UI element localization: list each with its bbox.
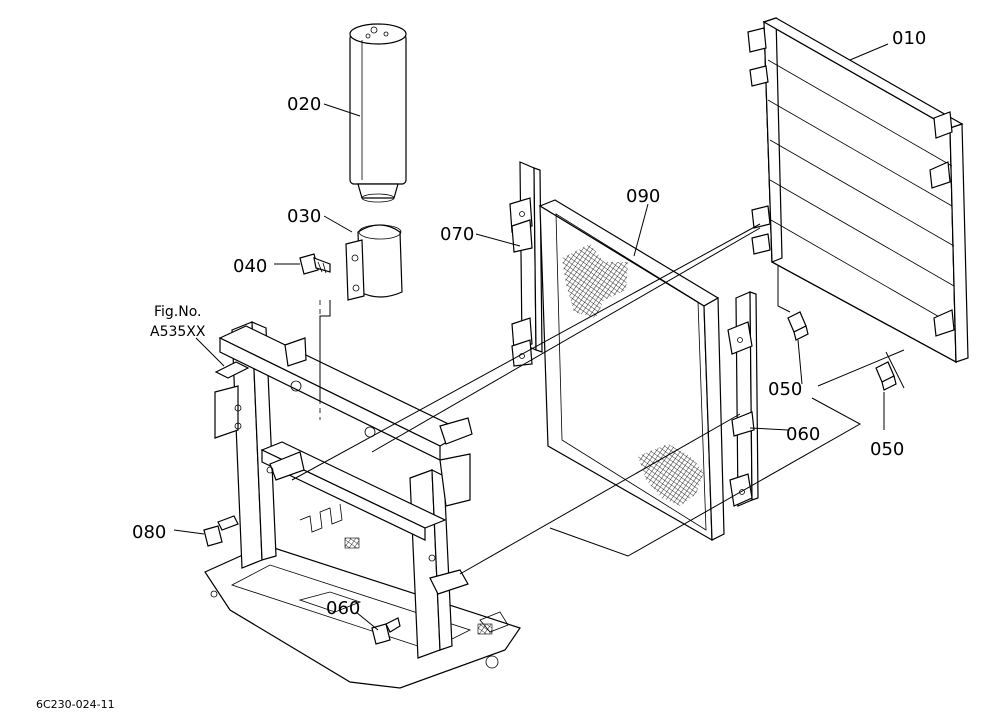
callout-040: 040 xyxy=(233,256,267,277)
callout-070: 070 xyxy=(440,224,474,245)
callout-050-a: 050 xyxy=(768,379,802,400)
callout-080: 080 xyxy=(132,522,166,543)
condenser-010 xyxy=(747,17,969,364)
callout-060-b: 060 xyxy=(326,598,360,619)
mounting-frame xyxy=(204,300,521,689)
receiver-drier xyxy=(349,23,407,203)
callout-labels: 010 020 030 040 070 090 050 050 060 060 … xyxy=(36,28,926,711)
diagram-code: 6C230-024-11 xyxy=(36,698,115,711)
callout-060-a: 060 xyxy=(786,424,820,445)
callout-010: 010 xyxy=(892,28,926,49)
side-bracket-070 xyxy=(509,161,543,367)
figure-ref-line2: A535XX xyxy=(150,324,206,340)
leader-lines xyxy=(173,43,905,631)
figure-ref-line1: Fig.No. xyxy=(154,304,202,320)
callout-090: 090 xyxy=(626,186,660,207)
callout-020: 020 xyxy=(287,94,321,115)
mesh-screen-090 xyxy=(538,199,725,542)
bolt-040 xyxy=(299,253,331,275)
side-bracket-060 xyxy=(727,291,759,507)
callout-050-b: 050 xyxy=(870,439,904,460)
callout-030: 030 xyxy=(287,206,321,227)
clip-050-a xyxy=(787,311,809,341)
clamp-band xyxy=(345,224,403,301)
bolt-080 xyxy=(203,515,239,547)
clip-050-b xyxy=(875,361,897,391)
